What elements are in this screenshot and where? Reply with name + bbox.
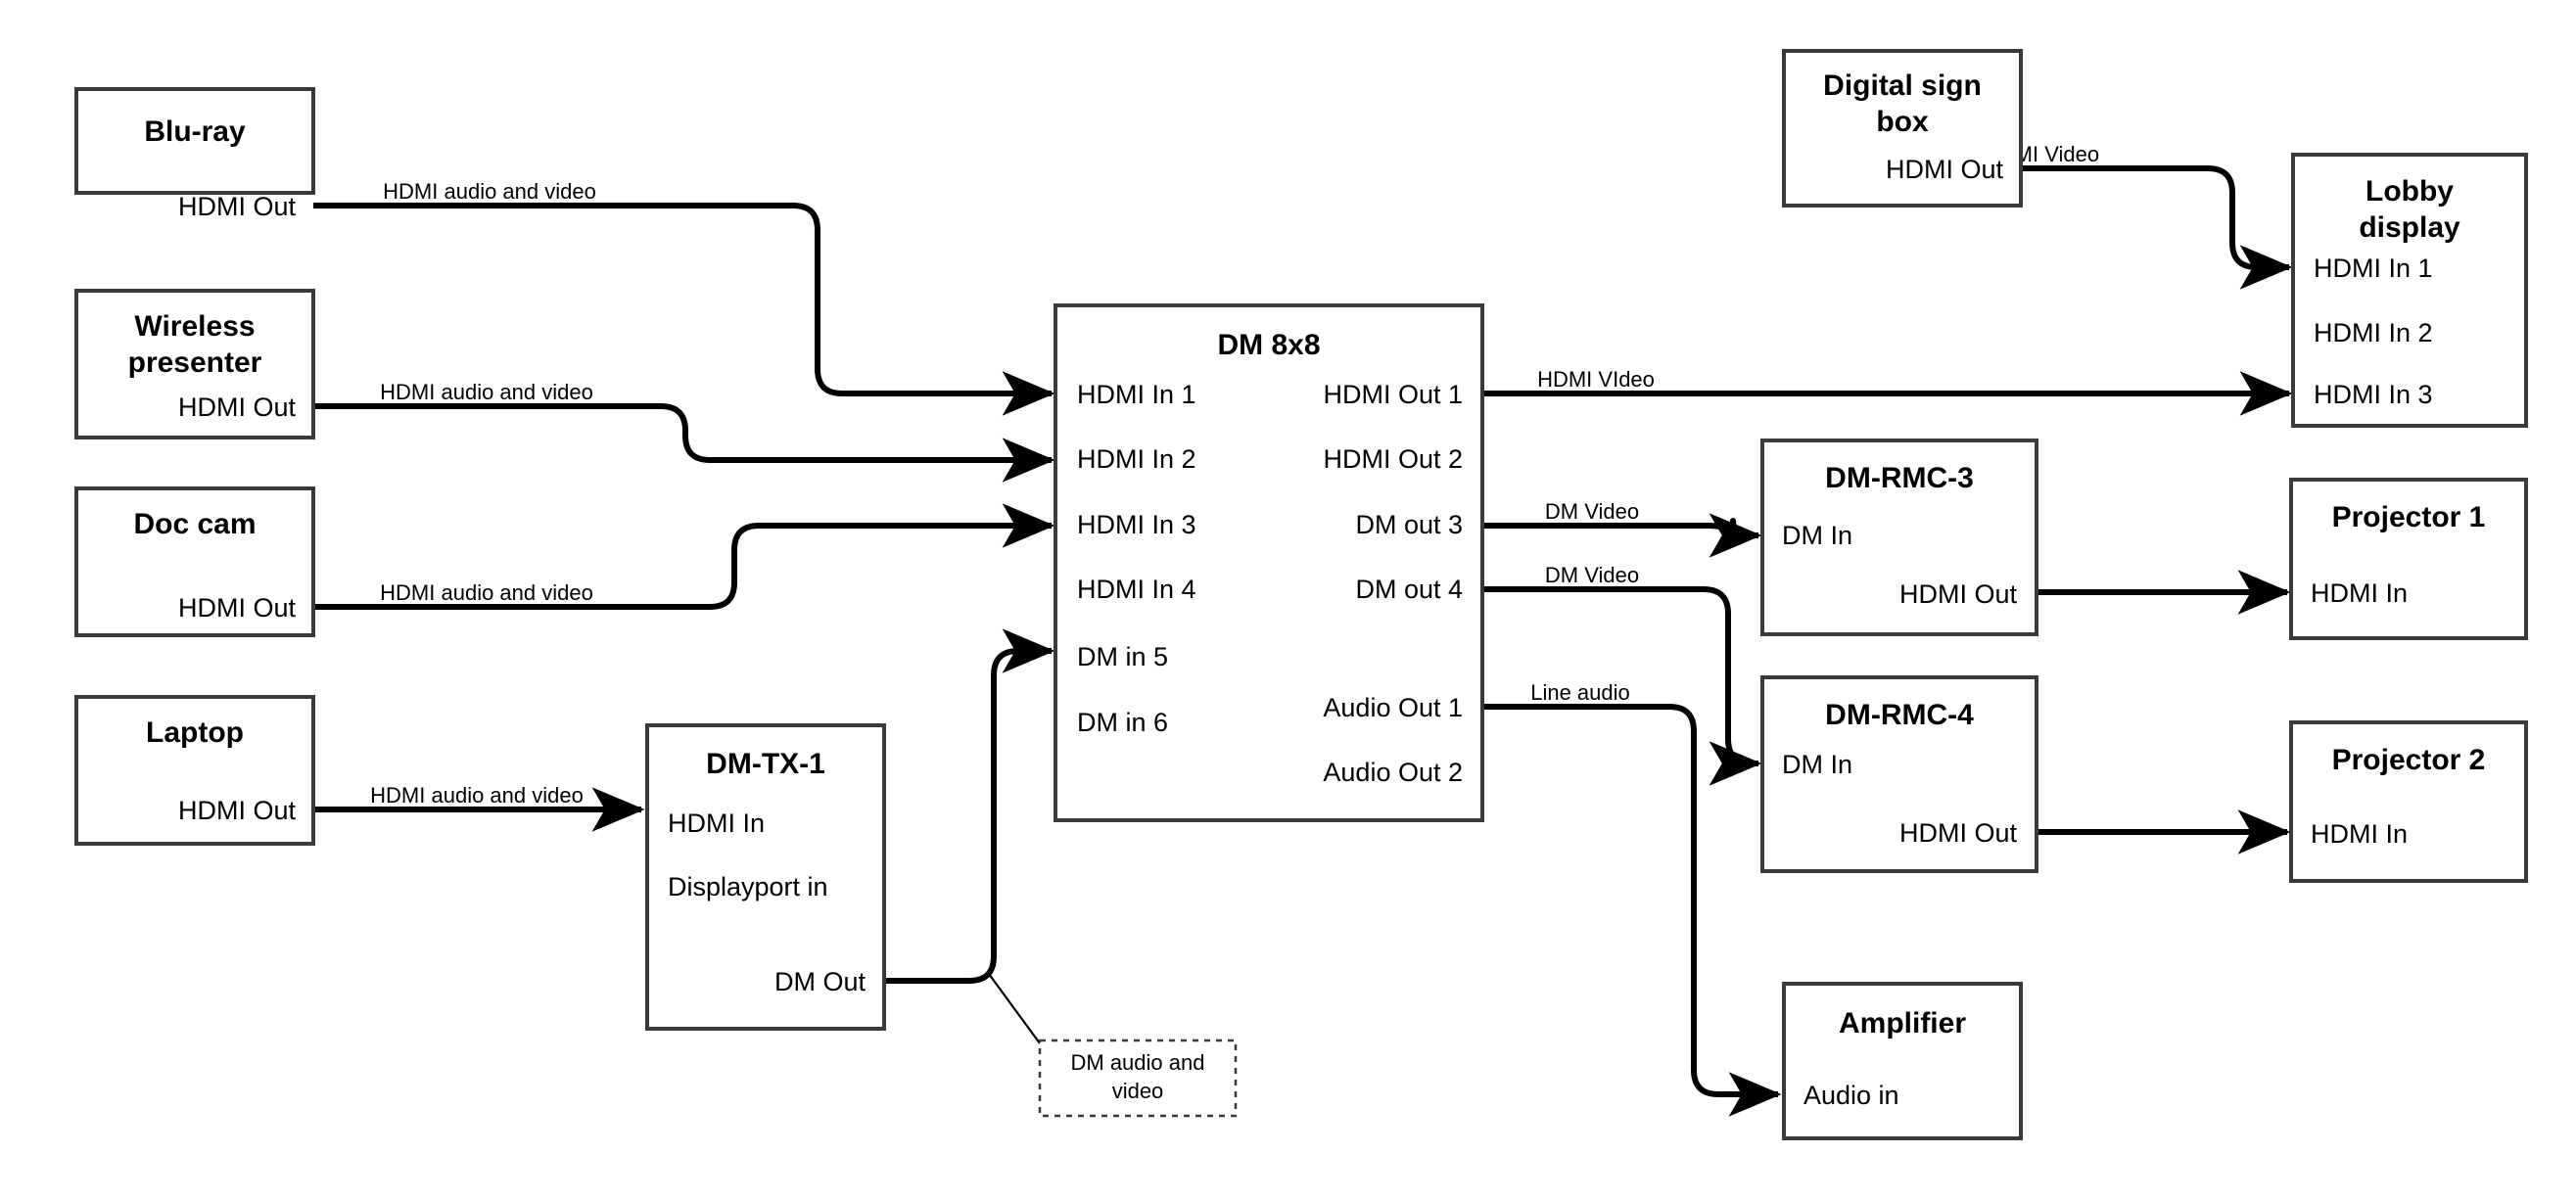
port-dm-8x8-audio-out-2: Audio Out 2 (1323, 758, 1463, 787)
port-dm-rmc-3-hdmi-out: HDMI Out (1899, 579, 2018, 609)
device-laptop-box[interactable] (74, 695, 315, 846)
device-lobby-display-box[interactable] (2291, 153, 2528, 428)
link-dm8x8-audioout1-to-amplifier (1482, 704, 1782, 1117)
device-lobby-display-title-line1: Lobby (2365, 175, 2454, 208)
device-dm-tx-1[interactable]: DM-TX-1 HDMI In Displayport in DM Out (645, 723, 886, 1031)
port-dm-rmc-4-dm-in: DM In (1782, 750, 1852, 779)
device-dm-tx-1-title: DM-TX-1 (706, 748, 825, 780)
device-lobby-display-title-line2: display (2359, 211, 2460, 244)
link-doccam-to-dm8x8 (313, 503, 1055, 610)
device-dm-8x8[interactable]: DM 8x8 HDMI In 1 HDMI In 2 HDMI In 3 HDM… (1054, 303, 1484, 822)
port-dm-8x8-out-2: HDMI Out 2 (1323, 444, 1463, 474)
device-laptop[interactable]: Laptop HDMI Out (74, 695, 315, 846)
device-doc-cam-title: Doc cam (133, 508, 256, 540)
link-dm8x8-out3-to-rmc3 (1482, 513, 1762, 558)
edge-label-laptop-to-dmtx1: HDMI audio and video (370, 783, 584, 808)
port-dm-8x8-out-3: DM out 3 (1355, 510, 1463, 539)
port-dm-tx-1-dm-out: DM Out (774, 967, 866, 996)
port-bluray-hdmi-out: HDMI Out (178, 192, 297, 221)
note-dm-audio-and-video-line1: DM audio and (1071, 1050, 1205, 1075)
device-doc-cam-box[interactable] (74, 486, 315, 637)
port-dm-8x8-in-1: HDMI In 1 (1077, 380, 1196, 409)
note-dm-audio-and-video-line2: video (1112, 1079, 1164, 1103)
edge-label-dm8x8-out1-to-lobby: HDMI VIdeo (1537, 367, 1655, 392)
device-wireless-presenter[interactable]: Wireless presenter HDMI Out (74, 289, 315, 439)
device-laptop-title: Laptop (146, 716, 244, 749)
leader-line-dm-audio-video-note (988, 973, 1041, 1044)
device-digital-sign-box[interactable]: Digital sign box HDMI Out (1782, 49, 2023, 208)
port-digital-sign-box-hdmi-out: HDMI Out (1886, 155, 2004, 184)
edge-label-bluray-to-dm8x8: HDMI audio and video (383, 179, 596, 204)
device-dm-rmc-3-title: DM-RMC-3 (1825, 462, 1974, 494)
device-dm-8x8-title: DM 8x8 (1217, 329, 1320, 361)
device-dm-rmc-4[interactable]: DM-RMC-4 DM In HDMI Out (1760, 675, 2038, 873)
device-wireless-presenter-box[interactable] (74, 289, 315, 439)
port-dm-8x8-in-4: HDMI In 4 (1077, 575, 1196, 604)
port-dm-8x8-audio-out-1: Audio Out 1 (1323, 693, 1463, 722)
device-dm-tx-1-box[interactable] (645, 723, 886, 1031)
device-wireless-presenter-title-line2: presenter (128, 346, 262, 379)
port-doc-cam-hdmi-out: HDMI Out (178, 593, 297, 623)
device-projector-1-title: Projector 1 (2332, 501, 2486, 533)
edge-label-dm8x8-out4-to-rmc4: DM Video (1545, 563, 1639, 587)
port-dm-8x8-in-6: DM in 6 (1077, 708, 1168, 737)
note-dm-audio-and-video: DM audio and video (1038, 1039, 1238, 1118)
port-dm-rmc-4-hdmi-out: HDMI Out (1899, 818, 2018, 848)
device-projector-2-box[interactable] (2289, 720, 2528, 883)
device-projector-1-box[interactable] (2289, 478, 2528, 640)
note-dm-audio-and-video-box (1038, 1039, 1238, 1118)
device-digital-sign-box-box[interactable] (1782, 49, 2023, 208)
device-amplifier-box[interactable] (1782, 982, 2023, 1140)
device-bluray-box[interactable] (74, 87, 315, 195)
port-dm-8x8-in-5: DM in 5 (1077, 642, 1168, 671)
port-dm-rmc-3-dm-in: DM In (1782, 521, 1852, 550)
device-digital-sign-box-title-line1: Digital sign (1823, 69, 1982, 102)
device-dm-8x8-box[interactable] (1054, 303, 1484, 822)
port-dm-tx-1-displayport-in: Displayport in (668, 872, 828, 901)
device-dm-rmc-3[interactable]: DM-RMC-3 DM In HDMI Out (1760, 439, 2038, 636)
port-dm-8x8-out-1: HDMI Out 1 (1323, 380, 1463, 409)
device-wireless-presenter-title-line1: Wireless (134, 310, 255, 343)
link-dmtx1-to-dm8x8 (884, 628, 1055, 984)
port-amplifier-audio-in: Audio in (1803, 1081, 1899, 1110)
device-projector-2-title: Projector 2 (2332, 744, 2486, 776)
edge-label-dm8x8-audioout1-to-amplifier: Line audio (1530, 680, 1630, 705)
link-digitalsign-to-lobby (1862, 165, 2293, 290)
port-dm-8x8-in-3: HDMI In 3 (1077, 510, 1196, 539)
device-dm-rmc-4-box[interactable] (1760, 675, 2038, 873)
port-lobby-display-hdmi-in-2: HDMI In 2 (2314, 318, 2433, 347)
link-dm8x8-out4-to-rmc4 (1482, 586, 1762, 786)
port-dm-8x8-out-4: DM out 4 (1355, 575, 1463, 604)
device-lobby-display[interactable]: Lobby display HDMI In 1 HDMI In 2 HDMI I… (2291, 153, 2528, 428)
port-laptop-hdmi-out: HDMI Out (178, 796, 297, 825)
device-amplifier[interactable]: Amplifier Audio in (1782, 982, 2023, 1140)
port-projector-2-hdmi-in: HDMI In (2311, 819, 2408, 849)
edge-label-wireless-to-dm8x8: HDMI audio and video (380, 380, 593, 404)
port-dm-8x8-in-2: HDMI In 2 (1077, 444, 1196, 474)
port-lobby-display-hdmi-in-3: HDMI In 3 (2314, 380, 2433, 409)
port-projector-1-hdmi-in: HDMI In (2311, 578, 2408, 608)
link-bluray-to-dm8x8 (313, 203, 1055, 416)
edge-label-doccam-to-dm8x8: HDMI audio and video (380, 580, 593, 605)
device-amplifier-title: Amplifier (1839, 1007, 1966, 1039)
device-bluray-title: Blu-ray (144, 115, 246, 148)
device-dm-rmc-4-title: DM-RMC-4 (1825, 699, 1974, 731)
port-lobby-display-hdmi-in-1: HDMI In 1 (2314, 254, 2433, 283)
device-doc-cam[interactable]: Doc cam HDMI Out (74, 486, 315, 637)
port-dm-tx-1-hdmi-in: HDMI In (668, 808, 765, 838)
device-projector-1[interactable]: Projector 1 HDMI In (2289, 478, 2528, 640)
device-bluray[interactable]: Blu-ray HDMI Out (74, 87, 315, 221)
device-digital-sign-box-title-line2: box (1876, 106, 1929, 138)
link-wireless-to-dm8x8 (313, 403, 1055, 483)
device-dm-rmc-3-box[interactable] (1760, 439, 2038, 636)
port-wireless-presenter-hdmi-out: HDMI Out (178, 393, 297, 422)
device-projector-2[interactable]: Projector 2 HDMI In (2289, 720, 2528, 883)
edge-label-dm8x8-out3-to-rmc3: DM Video (1545, 499, 1639, 524)
